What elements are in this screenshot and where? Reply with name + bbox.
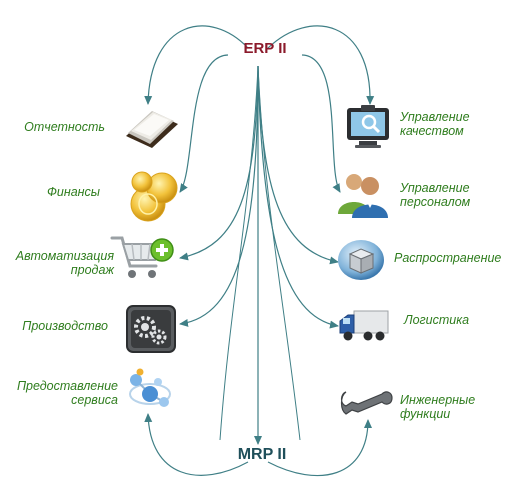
arrow-fan-sales [179, 65, 259, 261]
label-finance: Финансы [46, 185, 100, 199]
label-service: Предоставление сервиса [16, 379, 118, 407]
gears-icon [126, 305, 176, 353]
arrow-mrp-to-engineering [267, 419, 372, 477]
arrow-fan-distribution [257, 65, 339, 265]
monitor-magnifier-icon [347, 105, 389, 148]
folder-icon [126, 111, 178, 148]
arrow-erp-to-reporting [144, 25, 249, 105]
arrow-erp-to-finance [179, 54, 229, 193]
people-icon [338, 174, 388, 218]
label-quality: Управление качеством [400, 110, 470, 138]
wrench-icon [340, 391, 393, 415]
label-reporting: Отчетность [24, 120, 105, 134]
truck-icon [339, 310, 389, 341]
arrow-fan-logistics [257, 65, 339, 329]
erp-ii-label: ERP II [243, 40, 287, 57]
connector-line-1 [219, 65, 259, 441]
label-sales: Автоматизация продаж [15, 249, 114, 277]
arrow-mrp-to-service [144, 413, 249, 476]
arrow-erp-to-quality [267, 25, 375, 105]
arrow-erp-to-hr [301, 54, 341, 193]
label-distribution: Распространение [394, 251, 502, 265]
label-engineering: Инженерные функции [400, 393, 476, 421]
label-logistics: Логистика [404, 313, 470, 327]
label-production: Производство [22, 319, 108, 333]
network-icon [129, 368, 171, 407]
connector-line-2 [257, 65, 301, 441]
mrp-ii-label: MRP II [237, 446, 287, 463]
arrow-fan-production [179, 65, 259, 327]
box-icon [338, 240, 384, 280]
shopping-cart-icon [110, 236, 174, 278]
coins-icon [130, 171, 178, 222]
label-hr: Управление персоналом [400, 181, 471, 209]
